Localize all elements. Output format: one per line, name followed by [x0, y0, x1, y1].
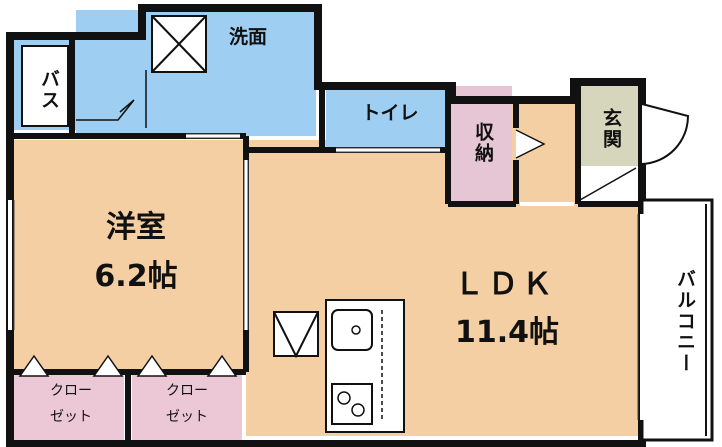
closet-1-line1: クロー — [50, 383, 92, 399]
fridge-space — [273, 311, 319, 357]
door-marks — [186, 133, 440, 330]
entrance-step-diagonal — [579, 167, 637, 201]
storage-door — [515, 129, 546, 159]
toilet-floor — [326, 86, 448, 150]
bath-label: バス — [38, 69, 60, 111]
closet-1-line2: ゼット — [50, 409, 92, 425]
outer-wall — [6, 4, 646, 447]
western-room-name: 洋室 — [106, 210, 166, 245]
bath-door-swing — [76, 99, 135, 121]
closet-1-floor — [14, 372, 124, 440]
storage-label: 収納 — [472, 122, 494, 164]
western-room-size: 6.2帖 — [94, 259, 178, 294]
cooktop — [331, 383, 373, 425]
closet-2-line1: クロー — [166, 383, 208, 399]
entrance-door-swing — [641, 103, 690, 165]
ldk-size: 11.4帖 — [454, 315, 560, 350]
ldk-name: ＬＤＫ — [454, 267, 556, 302]
balcony-label: バルコニー — [674, 268, 696, 374]
bath-label-box — [21, 45, 69, 127]
entrance-label: 玄関 — [600, 108, 622, 150]
closet-doors — [18, 354, 238, 377]
storage-floor — [448, 86, 512, 202]
western-room-floor — [14, 140, 246, 372]
toilet-label: トイレ — [361, 102, 419, 124]
washroom-label: 洗面 — [228, 26, 267, 48]
balcony-area — [640, 198, 714, 442]
closet-2-line2: ゼット — [166, 409, 208, 425]
closet-2-floor — [132, 372, 242, 440]
entrance-floor — [578, 86, 638, 166]
door-openings — [186, 134, 574, 330]
